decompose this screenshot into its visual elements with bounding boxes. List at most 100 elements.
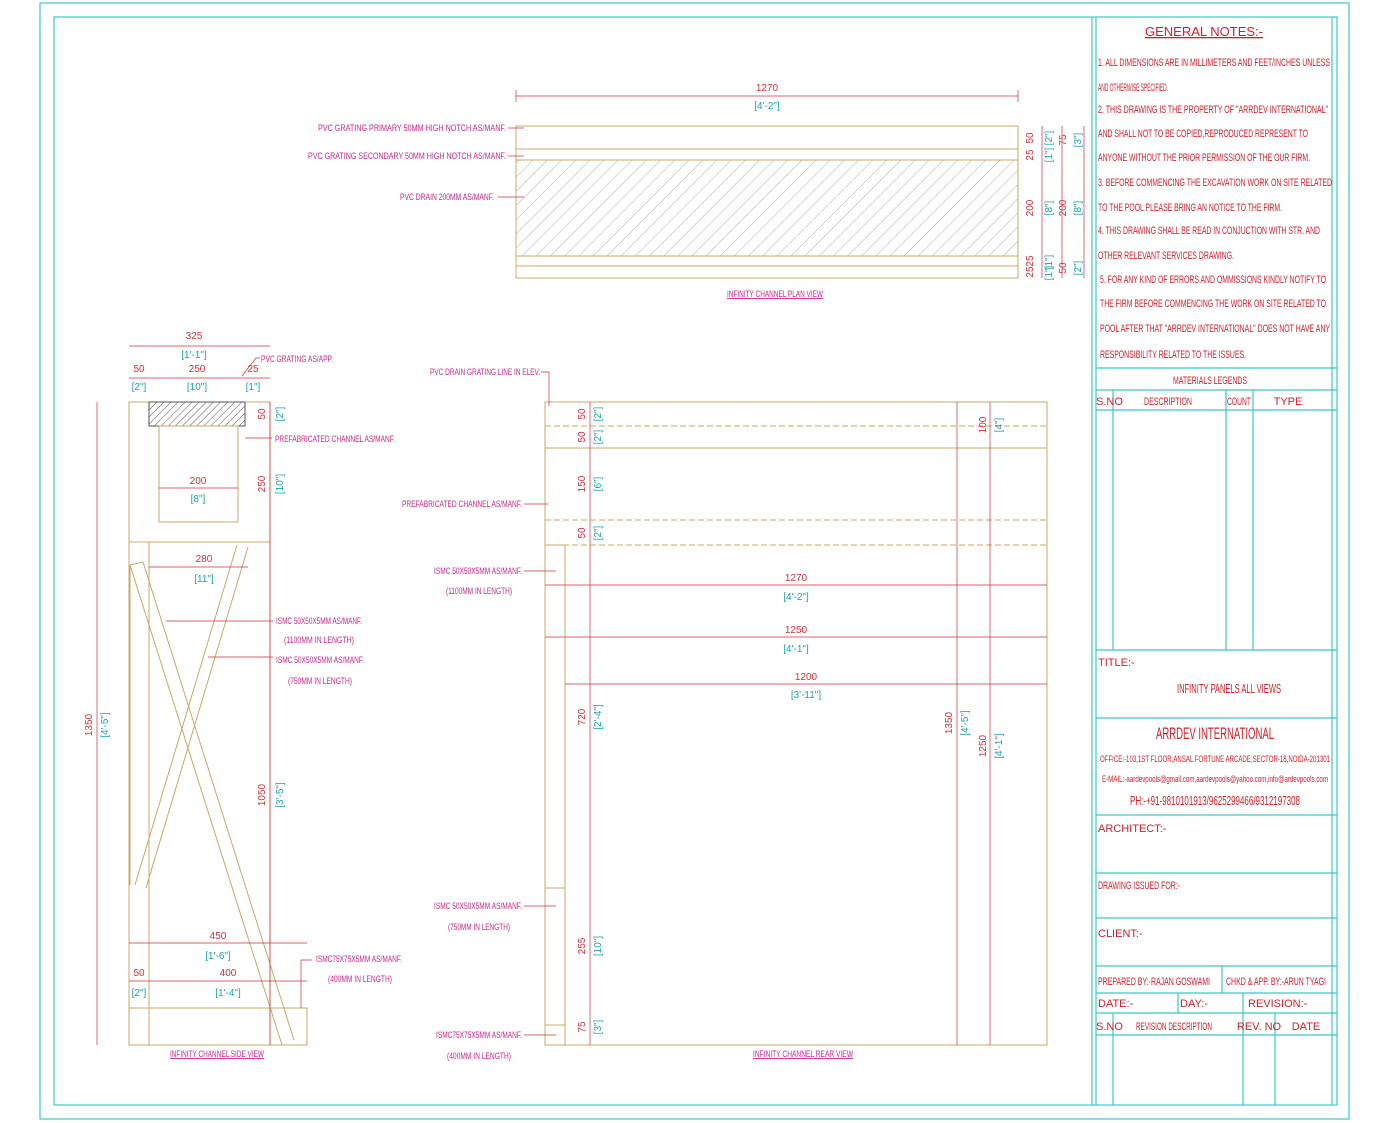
plan-label-primary: PVC GRATING PRIMARY 50MM HIGH NOTCH AS/M… bbox=[318, 123, 506, 133]
side-ft-50: [2"] bbox=[132, 382, 147, 393]
day-field: DAY:- bbox=[1180, 998, 1208, 1010]
side-dim-450: 450 bbox=[210, 931, 227, 942]
side-ft-50v: [2"] bbox=[275, 406, 286, 421]
rear-dim-1350: 1350 bbox=[944, 711, 955, 734]
side-dim-1350: 1350 bbox=[84, 713, 95, 736]
plan-dim-200b: 200 bbox=[1058, 199, 1069, 216]
company-name: ARRDEV INTERNATIONAL bbox=[1156, 724, 1274, 743]
plan-label-drain: PVC DRAIN 200MM AS/MANF. bbox=[400, 192, 494, 202]
plan-ft-1c: [1"] bbox=[1044, 265, 1055, 280]
outer-border bbox=[39, 2, 1350, 1120]
side-dim-325: 325 bbox=[186, 331, 203, 342]
rear-view: 50 [2"] 50 [2"] 150 [6"] 50 [2"] 720 [2'… bbox=[402, 367, 1048, 1061]
side-ft-450: [1'-6"] bbox=[205, 951, 231, 962]
note-line: TO THE POOL PLEASE BRING AN NOTICE TO TH… bbox=[1098, 202, 1282, 214]
rear-ft-1270: [4'-2"] bbox=[783, 592, 809, 603]
plan-ft-2b: [2"] bbox=[1073, 260, 1084, 275]
side-ft-250v: [10"] bbox=[275, 474, 286, 494]
note-line: 2. THIS DRAWING IS THE PROPERTY OF "ARRD… bbox=[1098, 104, 1328, 116]
rear-dim-50c: 50 bbox=[577, 527, 588, 539]
title-label: TITLE:- bbox=[1098, 657, 1135, 669]
side-label-ismc2: ISMC 50X50X5MM AS/MANF. bbox=[276, 655, 364, 665]
drawing-title: INFINITY PANELS ALL VIEWS bbox=[1177, 681, 1281, 696]
rear-ft-1250: [4'-1"] bbox=[783, 644, 809, 655]
plan-dim-25c: 25 bbox=[1025, 266, 1036, 278]
rev-col-no: REV. NO bbox=[1237, 1021, 1282, 1033]
side-caption: INFINITY CHANNEL SIDE VIEW bbox=[170, 1049, 264, 1059]
rear-label-ismc2-length: (750MM IN LENGTH) bbox=[448, 922, 510, 932]
side-dim-280: 280 bbox=[196, 554, 213, 565]
side-dim-1050: 1050 bbox=[257, 783, 268, 806]
side-ft-250: [10"] bbox=[187, 382, 207, 393]
plan-ft-1b: [1"] bbox=[1044, 254, 1055, 269]
architect-field: ARCHITECT:- bbox=[1098, 823, 1167, 835]
note-line: 1. ALL DIMENSIONS ARE IN MILLIMETERS AND… bbox=[1098, 57, 1330, 69]
side-ft-1350: [4'-5"] bbox=[100, 712, 111, 738]
plan-width-ft: [4'-2"] bbox=[754, 101, 780, 112]
general-notes-title: GENERAL NOTES:- bbox=[1145, 24, 1263, 39]
side-label-ismc1: ISMC 50X50X5MM AS/MANF. bbox=[276, 616, 362, 626]
rear-dim-255: 255 bbox=[577, 937, 588, 954]
side-dim-250v: 250 bbox=[257, 475, 268, 492]
note-line: RESPONSIBILITY RELATED TO THE ISSUES. bbox=[1100, 349, 1246, 361]
rear-ft-150: [6"] bbox=[593, 476, 604, 491]
title-block-grid bbox=[1096, 367, 1337, 1105]
revision-field: REVISION:- bbox=[1248, 998, 1308, 1010]
rear-ft-720: [2'-4"] bbox=[593, 704, 604, 730]
rear-label-channel: PREFABRICATED CHANNEL AS/MANF. bbox=[402, 499, 522, 509]
note-line: AND OTHERWISE SPECIFIED. bbox=[1098, 82, 1168, 94]
note-line: 5. FOR ANY KIND OF ERRORS AND OMMISSIONS… bbox=[1100, 274, 1326, 286]
client-field: CLIENT:- bbox=[1098, 928, 1143, 940]
plan-caption: INFINITY CHANNEL PLAN VIEW bbox=[727, 289, 823, 299]
side-ft-400: [1'-4"] bbox=[215, 988, 241, 999]
plan-label-secondary: PVC GRATING SECONDARY 50MM HIGH NOTCH AS… bbox=[308, 151, 506, 161]
rear-ft-50c: [2"] bbox=[593, 525, 604, 540]
plan-ft-1: [1"] bbox=[1044, 147, 1055, 162]
note-line: POOL AFTER THAT "ARRDEV INTERNATIONAL" D… bbox=[1100, 323, 1330, 335]
side-ft-50b: [2"] bbox=[132, 988, 147, 999]
plan-dim-75: 75 bbox=[1058, 134, 1069, 146]
side-dim-50: 50 bbox=[133, 364, 145, 375]
rear-ft-100: [4"] bbox=[994, 417, 1005, 432]
prepared-by: PREPARED BY:-RAJAN GOSWAMI bbox=[1098, 976, 1210, 988]
side-label-ismc1-length: (1100MM IN LENGTH) bbox=[284, 635, 354, 645]
side-ft-25: [1"] bbox=[246, 382, 261, 393]
note-line: 3. BEFORE COMMENCING THE EXCAVATION WORK… bbox=[1098, 177, 1332, 189]
plan-ft-8b: [8"] bbox=[1073, 200, 1084, 215]
plan-ft-8: [8"] bbox=[1044, 200, 1055, 215]
company-email: E-MAIL:-aardevpools@gmail.com,aardevpool… bbox=[1102, 774, 1328, 784]
rear-label-ismc75-length: (400MM IN LENGTH) bbox=[447, 1051, 511, 1061]
rear-dim-1270: 1270 bbox=[785, 573, 808, 584]
note-line: ANYONE WITHOUT THE PRIOR PERMISSION OF T… bbox=[1098, 152, 1310, 164]
rear-ft-255: [10"] bbox=[593, 936, 604, 956]
materials-col-count: COUNT bbox=[1227, 396, 1251, 408]
materials-col-description: DESCRIPTION bbox=[1144, 396, 1192, 408]
side-dim-250: 250 bbox=[189, 364, 206, 375]
rear-caption: INFINITY CHANNEL REAR VIEW bbox=[753, 1049, 853, 1059]
rear-label-ismc75: ISMC75X75X5MM AS/MANF. bbox=[436, 1030, 522, 1040]
inner-border bbox=[53, 16, 1338, 1106]
plan-view: 1270 [4'-2"] 50 25 200 25 25 75 200 50 [… bbox=[308, 83, 1085, 299]
side-dim-400: 400 bbox=[220, 968, 237, 979]
plan-width-mm: 1270 bbox=[756, 83, 779, 94]
company-office: OFFICE:-103,1ST FLOOR,ANSAL FORTUNE ARCA… bbox=[1100, 754, 1330, 764]
rear-dim-50a: 50 bbox=[577, 408, 588, 420]
side-dim-50v: 50 bbox=[257, 408, 268, 420]
note-line: AND SHALL NOT TO BE COPIED,REPRODUCED RE… bbox=[1098, 128, 1308, 140]
rear-ft-75: [3"] bbox=[593, 1019, 604, 1034]
company-phone: PH:-+91-9810101913/9625299466/9312197308 bbox=[1130, 793, 1300, 808]
side-label-channel: PREFABRICATED CHANNEL AS/MANF. bbox=[275, 434, 395, 444]
rear-label-ismc1-length: (1100MM IN LENGTH) bbox=[446, 586, 512, 596]
rear-dim-75: 75 bbox=[577, 1021, 588, 1033]
materials-title: MATERIALS LEGENDS bbox=[1173, 375, 1247, 387]
rear-outline bbox=[544, 401, 1048, 1046]
side-label-ismc2-length: (750MM IN LENGTH) bbox=[288, 676, 352, 686]
rear-ft-50b: [2"] bbox=[593, 429, 604, 444]
rear-ft-1350: [4'-5"] bbox=[960, 710, 971, 736]
plan-drain-hatch bbox=[515, 159, 1019, 257]
plan-dim-50b: 50 bbox=[1058, 262, 1069, 274]
side-dim-50b: 50 bbox=[133, 968, 145, 979]
rear-dim-720: 720 bbox=[577, 708, 588, 725]
side-dim-200: 200 bbox=[190, 476, 207, 487]
